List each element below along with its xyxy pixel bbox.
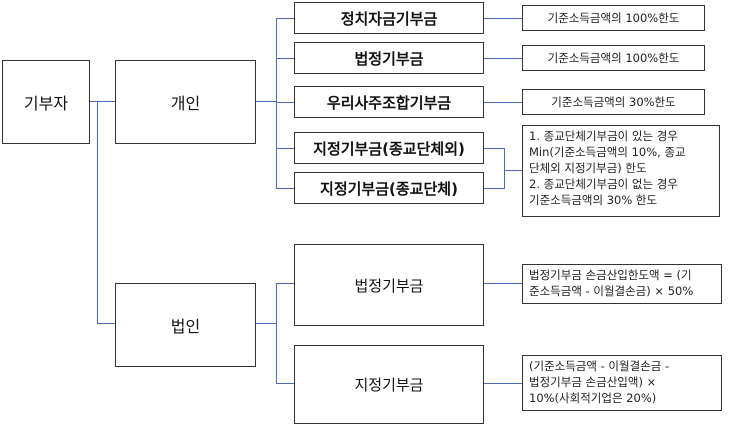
connector-corp-note-2	[484, 383, 522, 384]
note-line: 10%(사회적기업은 20%)	[529, 391, 657, 405]
note-text: 기준소득금액의 30%한도	[551, 95, 676, 109]
corporation-label: 법인	[170, 317, 201, 336]
connector-note-3	[484, 102, 522, 103]
connector-corporation-vertical	[276, 283, 277, 384]
connector-ind-item-2	[276, 58, 294, 59]
individual-item-label: 법정기부금	[354, 49, 424, 68]
note-line: 법정기부금 손금산입액) ×	[529, 375, 657, 389]
connector-note-1	[484, 18, 522, 19]
note-line: Min(기준소득금액의 10%, 종교	[529, 145, 686, 159]
note-line: 1. 종교단체기부금이 있는 경우	[529, 129, 678, 143]
note-statutory: 기준소득금액의 100%한도	[522, 45, 705, 71]
note-text: 기준소득금액의 100%한도	[547, 51, 680, 65]
note-political: 기준소득금액의 100%한도	[522, 5, 705, 31]
connector-ind-item-5	[276, 188, 294, 189]
note-line: 기준소득금액의 30% 한도	[529, 193, 658, 207]
connector-corporation-out	[256, 323, 276, 324]
individual-item-designated-religious: 지정기부금(종교단체)	[294, 172, 484, 204]
individual-item-label: 정치자금기부금	[340, 9, 438, 28]
connector-note-4-out	[504, 170, 522, 171]
connector-root-trunk	[90, 101, 98, 102]
note-text: 기준소득금액의 100%한도	[547, 11, 680, 25]
connector-note-4b	[484, 188, 504, 189]
connector-note-4-vertical	[504, 148, 505, 189]
note-corp-statutory: 법정기부금 손금산입한도액 = (기 준소득금액 - 이월결손금) × 50%	[522, 264, 722, 304]
connector-corp-item-1	[276, 283, 294, 284]
individual-item-political: 정치자금기부금	[294, 2, 484, 34]
note-line: 법정기부금 손금산입한도액 = (기	[529, 268, 692, 282]
connector-individual-out	[256, 101, 276, 102]
note-esop: 기준소득금액의 30%한도	[522, 89, 705, 115]
donor-label: 기부자	[23, 94, 69, 113]
corporation-item-label: 지정기부금	[354, 376, 424, 394]
individual-label: 개인	[170, 94, 201, 113]
individual-box: 개인	[115, 60, 256, 144]
connector-root-vertical	[97, 101, 98, 323]
individual-item-label: 지정기부금(종교단체)	[320, 179, 458, 198]
note-corp-designated: (기준소득금액 - 이월결손금 - 법정기부금 손금산입액) × 10%(사회적…	[522, 355, 722, 411]
connector-individual-vertical	[276, 18, 277, 188]
connector-ind-item-4	[276, 148, 294, 149]
note-line: 단체외 지정기부금) 한도	[529, 161, 647, 175]
corporation-box: 법인	[115, 283, 256, 367]
corporation-item-designated: 지정기부금	[294, 345, 484, 424]
individual-item-esop: 우리사주조합기부금	[294, 86, 484, 118]
individual-item-designated-non-religious: 지정기부금(종교단체외)	[294, 132, 484, 164]
connector-corp-item-2	[276, 383, 294, 384]
connector-ind-item-1	[276, 18, 294, 19]
connector-note-4a	[484, 148, 504, 149]
connector-corp-note-1	[484, 283, 522, 284]
note-line: 2. 종교단체기부금이 없는 경우	[529, 177, 678, 191]
individual-item-statutory: 법정기부금	[294, 42, 484, 74]
corporation-item-label: 법정기부금	[354, 276, 424, 295]
connector-note-2	[484, 58, 522, 59]
connector-ind-item-3	[276, 102, 294, 103]
individual-item-label: 지정기부금(종교단체외)	[313, 139, 465, 158]
corporation-item-statutory: 법정기부금	[294, 244, 484, 326]
connector-to-individual	[97, 101, 115, 102]
note-line: 준소득금액 - 이월결손금) × 50%	[529, 284, 694, 298]
donor-box: 기부자	[2, 60, 90, 144]
note-line: (기준소득금액 - 이월결손금 -	[529, 359, 670, 373]
connector-to-corporation	[97, 323, 115, 324]
note-designated: 1. 종교단체기부금이 있는 경우 Min(기준소득금액의 10%, 종교 단체…	[522, 125, 720, 217]
individual-item-label: 우리사주조합기부금	[326, 93, 452, 112]
